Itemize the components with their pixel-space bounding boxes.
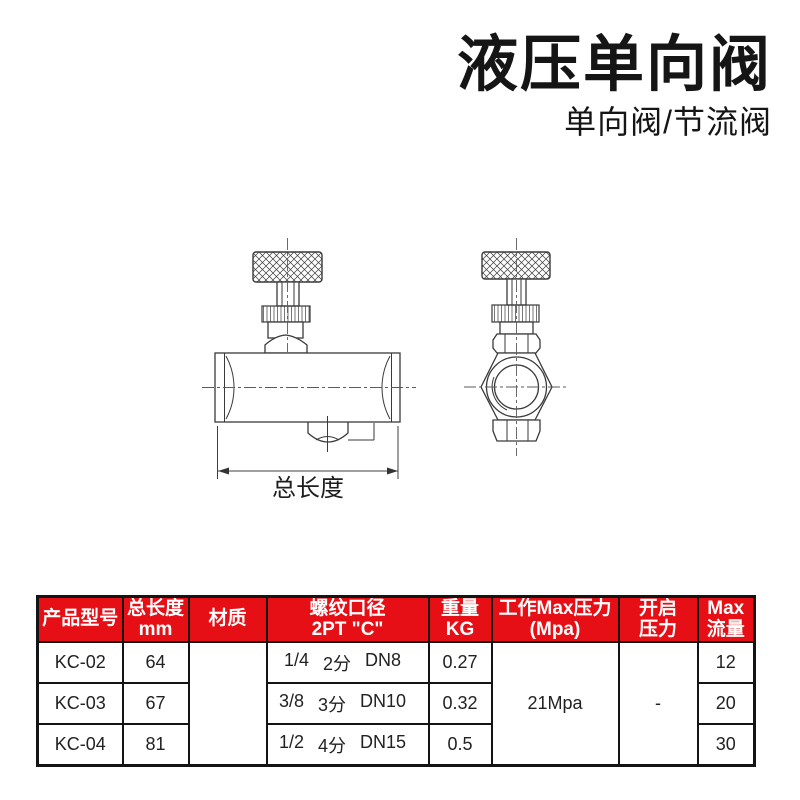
front-view [464, 238, 566, 456]
cell-thread: 1/4 2分 DN8 [265, 641, 430, 684]
technical-drawing: 总长度 [202, 238, 566, 502]
col-header-model: 产品型号 [36, 595, 124, 643]
knurled-knob-front [481, 251, 551, 280]
page-title: 液压单向阀 [456, 30, 772, 98]
table-row: KC-02 64 1/4 2分 DN8 0.27 21Mpa - 12 [36, 641, 756, 767]
dimension: 总长度 [217, 426, 399, 502]
col-header-max-pressure: 工作Max压力(Mpa) [490, 595, 620, 643]
cell-length: 81 [121, 723, 190, 767]
table-row: KC-04 81 1/2 4分 DN15 0.5 30 [36, 723, 756, 767]
stem-side [276, 281, 300, 307]
cell-weight: 0.27 [427, 641, 493, 684]
dimension-label: 总长度 [272, 475, 344, 502]
col-header-opening-pressure: 开启压力 [617, 595, 699, 643]
cell-max-flow: 30 [696, 723, 756, 767]
cell-thread: 3/8 3分 DN10 [265, 682, 430, 725]
table-row: KC-03 67 3/8 3分 DN10 0.32 20 [36, 682, 756, 725]
cell-model: KC-03 [36, 682, 124, 725]
hex-adapter-side [264, 334, 308, 354]
lock-nut-front [491, 304, 540, 323]
lock-nut-side [261, 305, 311, 323]
cell-max-flow: 20 [696, 682, 756, 725]
cell-model: KC-04 [36, 723, 124, 767]
cell-max-flow: 12 [696, 641, 756, 684]
cell-model: KC-02 [36, 641, 124, 684]
cell-max-pressure-merged: 21Mpa [490, 641, 620, 767]
cell-material-merged [187, 641, 268, 767]
side-view [202, 238, 416, 452]
cell-opening-pressure-merged: - [617, 641, 699, 767]
cell-length: 67 [121, 682, 190, 725]
cell-thread: 1/2 4分 DN15 [265, 723, 430, 767]
page-subtitle: 单向阀/节流阀 [564, 104, 772, 140]
cell-weight: 0.32 [427, 682, 493, 725]
cell-length: 64 [121, 641, 190, 684]
cell-weight: 0.5 [427, 723, 493, 767]
col-header-material: 材质 [187, 595, 268, 643]
